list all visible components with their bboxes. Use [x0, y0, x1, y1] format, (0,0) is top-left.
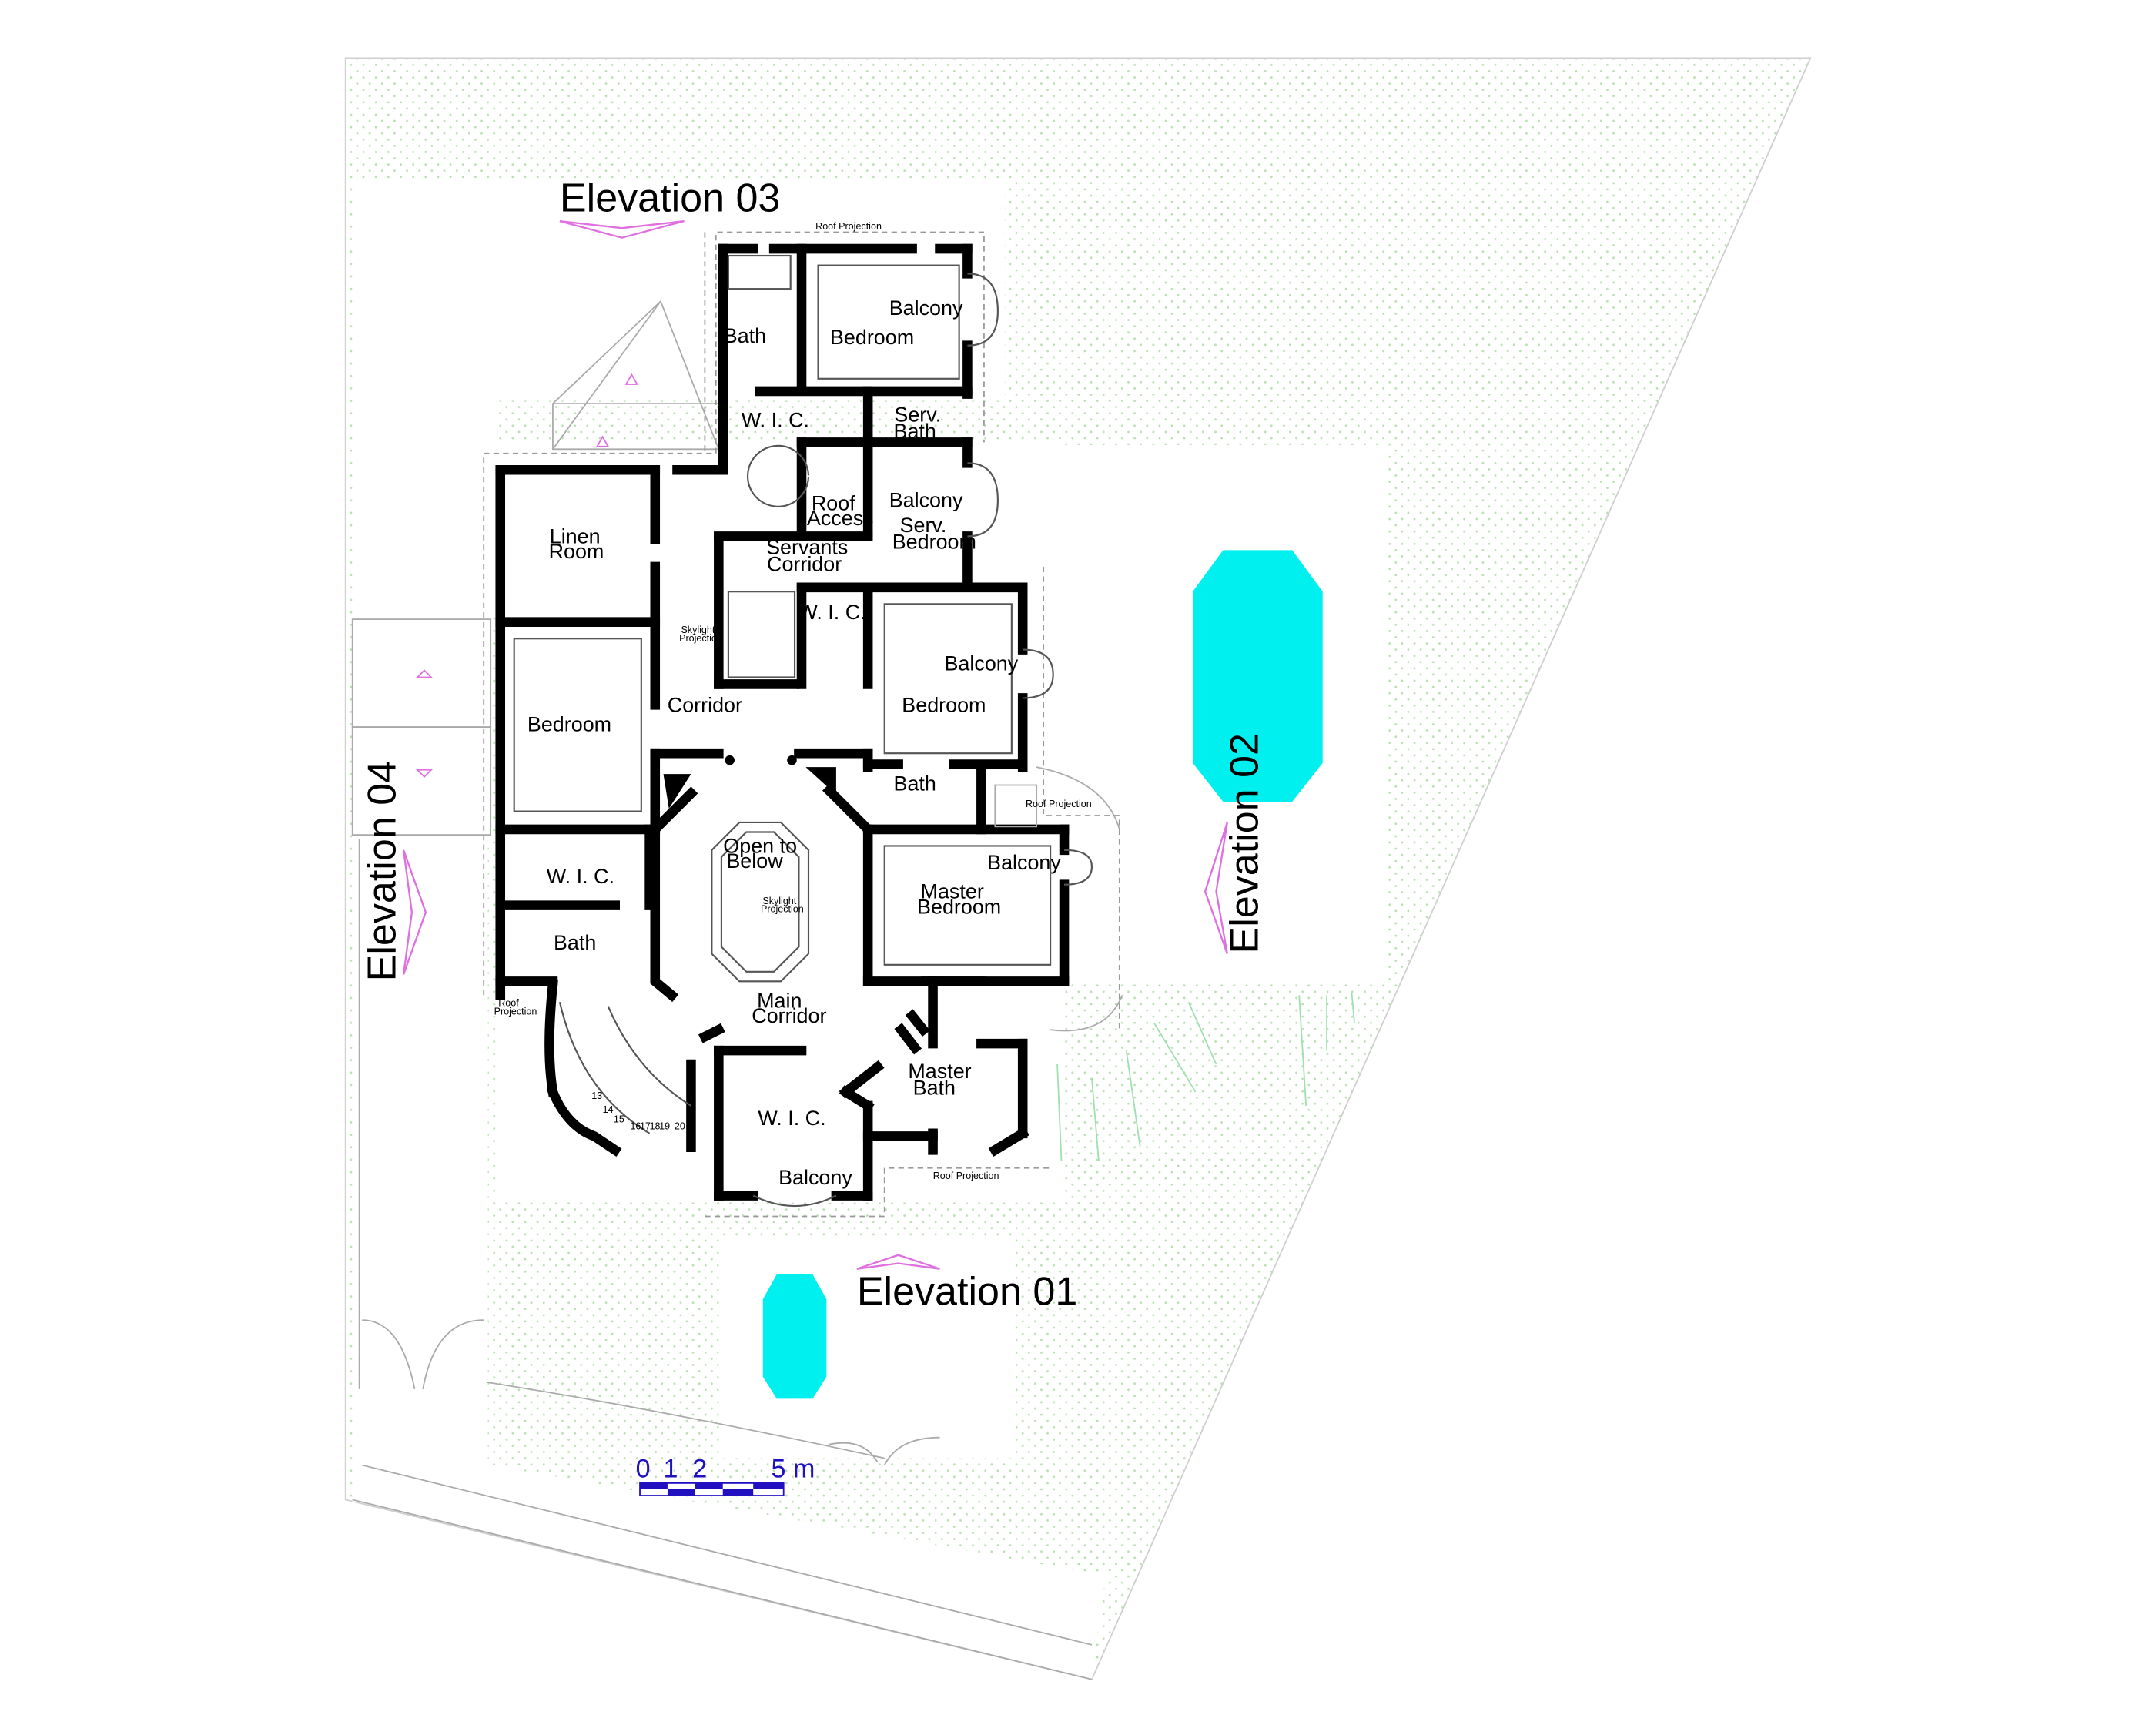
room-master-bedroom-2: Bedroom — [917, 895, 1001, 918]
note-roof-projection-s: Roof Projection — [933, 1171, 999, 1181]
interior-details — [513, 254, 1123, 1207]
room-bath-e: Bath — [894, 772, 936, 796]
stair-step-3: 18 — [650, 1120, 661, 1131]
room-wic-s: W. I. C. — [758, 1107, 825, 1130]
scale-bar-icon — [639, 1482, 785, 1496]
walls — [495, 243, 1070, 1201]
room-servants-corridor-1: Servants — [766, 536, 848, 559]
stair-step-1: 20 — [675, 1120, 685, 1131]
room-servants-corridor-2: Corridor — [767, 552, 842, 575]
staircase-icon: 20 19 18 17 16 15 14 13 — [591, 1090, 685, 1131]
note-roof-projection-w-1: Roof — [498, 998, 519, 1009]
pool-south — [762, 1274, 827, 1399]
room-wic-e: W. I. C. — [798, 601, 865, 624]
note-roof-projection-w-2: Projection — [494, 1006, 537, 1017]
pool-east — [1192, 550, 1323, 802]
room-linen-2: Room — [549, 540, 604, 563]
elevation-01-label: Elevation 01 — [857, 1269, 1077, 1314]
stair-step-8: 13 — [591, 1090, 602, 1101]
room-serv-bath-2: Bath — [894, 420, 936, 443]
scale-label-0: 0 — [636, 1455, 651, 1484]
room-serv-bedroom-1: Serv. — [900, 514, 947, 537]
scale-label-5m: 5 m — [772, 1455, 815, 1484]
note-skylight-2b: Projection — [761, 904, 804, 915]
room-main-corridor-2: Corridor — [752, 1004, 826, 1027]
note-skylight-1a: Skylight — [681, 625, 715, 635]
room-roof-access-2: Access — [807, 507, 874, 530]
elevation-03-label: Elevation 03 — [560, 176, 780, 221]
elevation-02-label: Elevation 02 — [1222, 733, 1267, 953]
room-bedroom-e: Bedroom — [902, 693, 986, 716]
room-corridor: Corridor — [668, 693, 742, 716]
room-bedroom-w: Bedroom — [527, 712, 611, 735]
room-linen-1: Linen — [550, 524, 601, 548]
room-roof-access-1: Roof — [812, 491, 855, 514]
room-balcony-e: Balcony — [944, 652, 1018, 675]
room-labels: Bath Bedroom Balcony W. I. C. Serv. Bath… — [527, 296, 1062, 1189]
stair-step-2: 19 — [659, 1120, 670, 1131]
room-balcony-s: Balcony — [778, 1166, 852, 1189]
room-master-bath-1: Master — [908, 1060, 971, 1083]
scale-label-2: 2 — [692, 1455, 707, 1484]
note-roof-projection-e: Roof Projection — [1026, 799, 1092, 809]
room-bedroom-n: Bedroom — [830, 326, 914, 349]
column-dot-2 — [787, 755, 797, 765]
plan-notes: Roof Projection Roof Projection Roof Pro… — [494, 221, 1092, 1181]
lawn-hatch — [1056, 992, 1355, 1161]
room-main-corridor-1: Main — [757, 989, 802, 1012]
room-master-bedroom-1: Master — [921, 880, 984, 903]
scale-label-1: 1 — [664, 1455, 678, 1484]
elevation-04-label: Elevation 04 — [360, 761, 404, 981]
room-master-bath-2: Bath — [913, 1077, 956, 1100]
room-bath-n: Bath — [724, 324, 766, 347]
room-wic-n: W. I. C. — [742, 409, 809, 432]
room-open-below-2: Below — [726, 849, 783, 873]
note-roof-projection-n: Roof Projection — [815, 221, 882, 232]
roof-projection-lines — [483, 231, 1120, 1218]
column-ne — [805, 767, 836, 796]
note-skylight-2a: Skylight — [762, 896, 796, 906]
room-wic-w: W. I. C. — [547, 865, 614, 888]
room-bath-w: Bath — [554, 931, 596, 954]
elevation-marker-icon — [402, 220, 1228, 1270]
room-balcony-n: Balcony — [889, 296, 963, 320]
column-dot-1 — [725, 755, 735, 765]
note-skylight-1b: Projection — [679, 633, 722, 644]
room-serv-bedroom-2: Bedroom — [892, 531, 976, 554]
room-balcony-master: Balcony — [987, 851, 1061, 874]
room-balcony-serv: Balcony — [889, 489, 963, 512]
room-serv-bath-1: Serv. — [894, 403, 941, 426]
stair-step-5: 16 — [630, 1120, 641, 1131]
stair-step-4: 17 — [640, 1120, 651, 1131]
stair-step-6: 15 — [614, 1114, 624, 1124]
room-open-below-1: Open to — [723, 834, 797, 857]
stair-step-7: 14 — [603, 1104, 614, 1115]
column-nw — [663, 774, 691, 809]
